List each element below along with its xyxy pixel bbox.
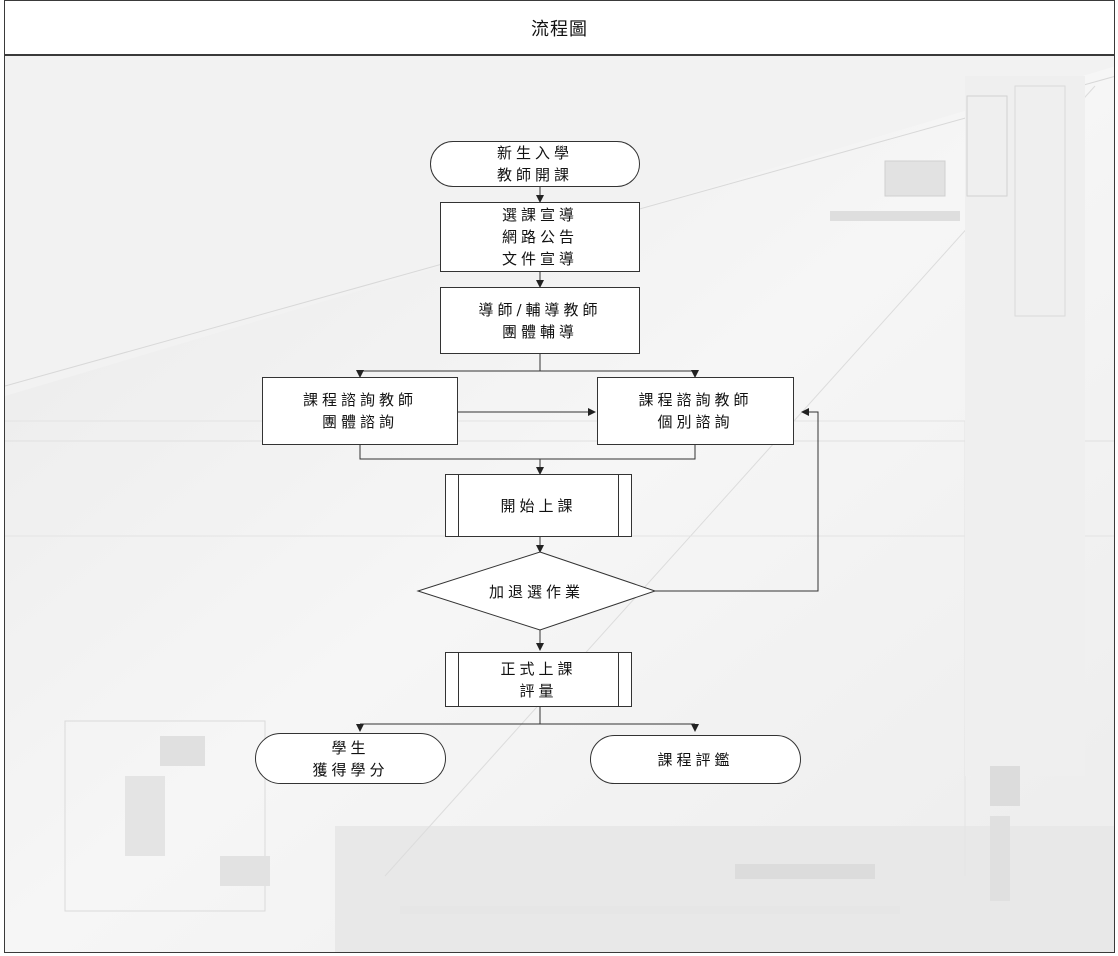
formal-class-node-label: 正式上課 評量 xyxy=(500,659,577,700)
start-node-label: 新生入學 教師開課 xyxy=(496,144,573,184)
promotion-node: 選課宣導 網路公告 文件宣導 xyxy=(440,202,640,272)
start-node: 新生入學 教師開課 xyxy=(430,141,640,187)
group-consult-node-label: 課程諮詢教師 團體諮詢 xyxy=(302,391,417,431)
class-start-node: 開始上課 xyxy=(445,474,632,537)
credits-node: 學生 獲得學分 xyxy=(255,733,446,784)
promotion-node-label: 選課宣導 網路公告 文件宣導 xyxy=(501,206,578,268)
group-consult-node: 課程諮詢教師 團體諮詢 xyxy=(262,377,458,445)
page-title: 流程圖 xyxy=(5,1,1114,56)
evaluation-node: 課程評鑑 xyxy=(590,735,801,784)
mentor-node-label: 導師/輔導教師 團體輔導 xyxy=(478,300,602,341)
diagram-frame: 流程圖 xyxy=(4,0,1115,953)
class-start-node-label: 開始上課 xyxy=(500,496,577,515)
mentor-node: 導師/輔導教師 團體輔導 xyxy=(440,287,640,354)
diagram-canvas: 新生入學 教師開課 選課宣導 網路公告 文件宣導 導師/輔導教師 團體輔導 課程… xyxy=(5,56,1114,952)
add-drop-label: 加退選作業 xyxy=(488,582,584,601)
formal-class-node: 正式上課 評量 xyxy=(445,652,632,707)
credits-node-label: 學生 獲得學分 xyxy=(312,738,389,779)
evaluation-node-label: 課程評鑑 xyxy=(657,750,734,769)
individual-consult-node: 課程諮詢教師 個別諮詢 xyxy=(597,377,794,445)
individual-consult-node-label: 課程諮詢教師 個別諮詢 xyxy=(638,391,753,431)
